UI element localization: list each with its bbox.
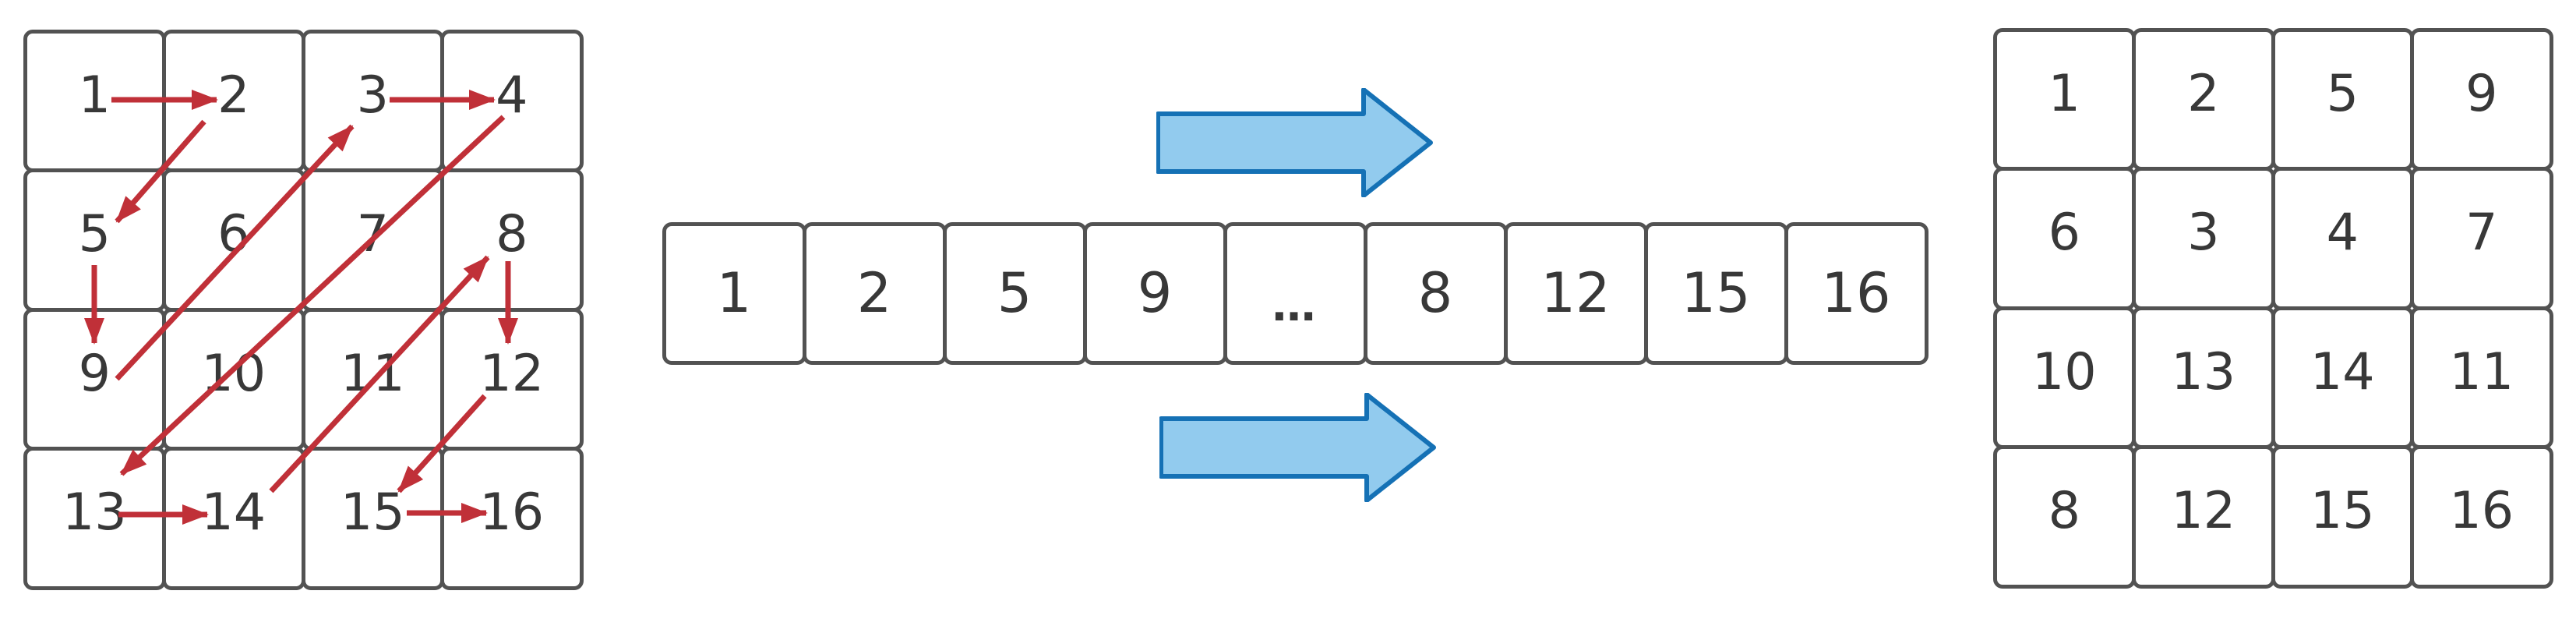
cell-value: 4	[2326, 203, 2359, 263]
matrix-cell: 8	[440, 168, 584, 312]
cell-value: 10	[2031, 342, 2097, 401]
matrix-cell: 2	[2132, 27, 2275, 171]
cell-value: 12	[479, 344, 545, 403]
sequence-cell: 9	[1082, 221, 1227, 365]
cell-value: 16	[2449, 482, 2514, 541]
cell-value: 4	[496, 65, 528, 125]
cell-value: 3	[356, 65, 389, 125]
matrix-cell: 7	[301, 168, 444, 312]
matrix-cell: 2	[162, 29, 305, 172]
matrix-cell: 1	[1992, 27, 2136, 171]
cell-value: 15	[340, 483, 405, 543]
matrix-cell: 11	[2410, 306, 2553, 449]
cell-value: 2	[217, 65, 250, 125]
cell-value: 13	[62, 483, 127, 543]
cell-value: 9	[1137, 261, 1173, 325]
matrix-cell: 3	[301, 29, 444, 172]
cell-value: 7	[2465, 203, 2498, 263]
sequence-cell: 8	[1363, 221, 1508, 365]
cell-value: 2	[2187, 64, 2220, 123]
cell-value: 5	[997, 261, 1032, 325]
cell-value: 11	[340, 344, 405, 403]
sequence-cell: 2	[802, 221, 947, 365]
cell-value: 1	[716, 261, 752, 325]
cell-value: 8	[1417, 261, 1453, 325]
cell-value: 13	[2171, 342, 2236, 401]
sequence-cell: 12	[1503, 221, 1648, 365]
cell-value: 3	[2187, 203, 2220, 263]
cell-value: 6	[2048, 203, 2080, 263]
cell-value: 15	[2310, 482, 2375, 541]
cell-value: 10	[201, 344, 266, 403]
matrix-cell: 5	[23, 168, 166, 312]
cell-value: 1	[78, 65, 111, 125]
cell-value: 8	[2048, 482, 2080, 541]
cell-value: 16	[479, 483, 545, 543]
cell-value: 12	[2171, 482, 2236, 541]
cell-value: 9	[78, 344, 111, 403]
cell-value: 5	[78, 205, 111, 264]
matrix-cell: 16	[2410, 445, 2553, 589]
cell-value: 7	[356, 205, 389, 264]
matrix-cell: 11	[301, 307, 444, 451]
flow-arrow-bottom-icon	[1159, 393, 1436, 502]
cell-value: 2	[856, 261, 892, 325]
cell-value: 8	[496, 205, 528, 264]
matrix-cell: 13	[23, 447, 166, 590]
matrix-cell: 12	[440, 307, 584, 451]
cell-value: 11	[2449, 342, 2514, 401]
sequence-cell: 1	[662, 221, 806, 365]
cell-value: 16	[1821, 261, 1891, 325]
sequence-cell: 16	[1784, 221, 1928, 365]
cell-value: 1	[2048, 64, 2080, 123]
matrix-cell: 5	[2271, 27, 2414, 171]
matrix-cell: 14	[2271, 306, 2414, 449]
flow-arrow-top-icon	[1156, 88, 1433, 197]
matrix-cell: 1	[23, 29, 166, 172]
cell-value: 6	[217, 205, 250, 264]
matrix-cell: 15	[301, 447, 444, 590]
cell-value: 14	[2310, 342, 2375, 401]
cell-value: 12	[1540, 261, 1611, 325]
matrix-cell: 4	[2271, 167, 2414, 310]
cell-value: …	[1272, 280, 1318, 331]
matrix-cell: 14	[162, 447, 305, 590]
matrix-cell: 7	[2410, 167, 2553, 310]
sequence-cell: 5	[942, 221, 1087, 365]
matrix-cell: 15	[2271, 445, 2414, 589]
matrix-cell: 12	[2132, 445, 2275, 589]
sequence-cell: 15	[1643, 221, 1788, 365]
matrix-cell: 9	[23, 307, 166, 451]
sequence-cell: …	[1223, 221, 1367, 365]
cell-value: 9	[2465, 64, 2498, 123]
matrix-cell: 6	[162, 168, 305, 312]
cell-value: 14	[201, 483, 266, 543]
matrix-cell: 10	[162, 307, 305, 451]
matrix-cell: 16	[440, 447, 584, 590]
matrix-cell: 10	[1992, 306, 2136, 449]
matrix-cell: 8	[1992, 445, 2136, 589]
matrix-cell: 6	[1992, 167, 2136, 310]
cell-value: 15	[1681, 261, 1751, 325]
cell-value: 5	[2326, 64, 2359, 123]
matrix-cell: 9	[2410, 27, 2553, 171]
matrix-cell: 13	[2132, 306, 2275, 449]
matrix-cell: 3	[2132, 167, 2275, 310]
matrix-cell: 4	[440, 29, 584, 172]
